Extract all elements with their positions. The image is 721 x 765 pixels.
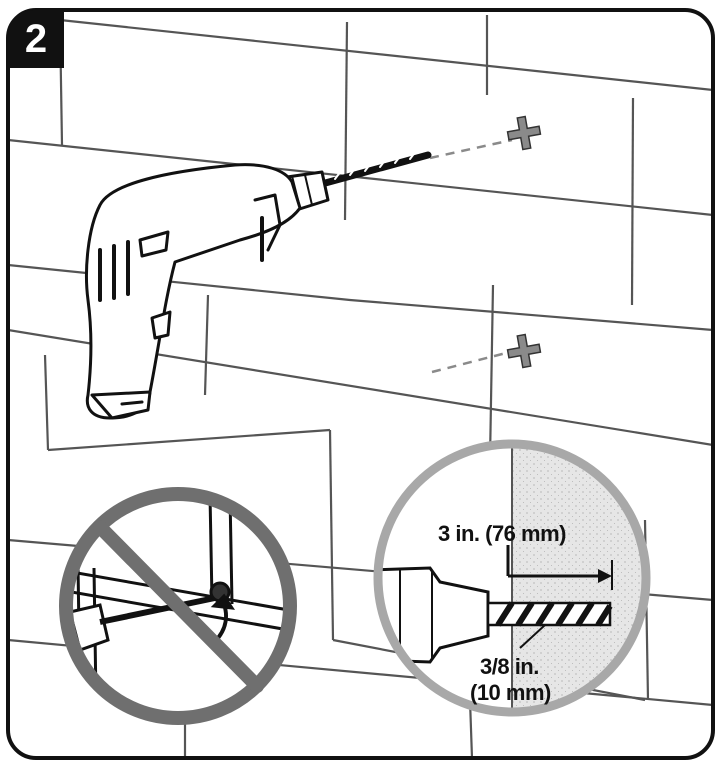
depth-detail-inset [373,439,651,717]
depth-label: 3 in. (76 mm) [438,521,566,546]
prohibited-inset [59,487,297,725]
illustration-frame [6,8,715,760]
power-drill-icon [85,150,432,420]
cross-marker-icon [506,115,542,151]
inset-ring [373,439,651,717]
no-sign-icon [59,487,297,725]
bit-size-label-line2: (10 mm) [470,680,551,705]
cross-marker-icon [506,333,542,369]
step-number-badge: 2 [8,10,64,68]
guide-lines [429,138,513,374]
no-sign-slash [93,520,264,693]
bit-size-label-line1: 3/8 in. [480,654,539,679]
